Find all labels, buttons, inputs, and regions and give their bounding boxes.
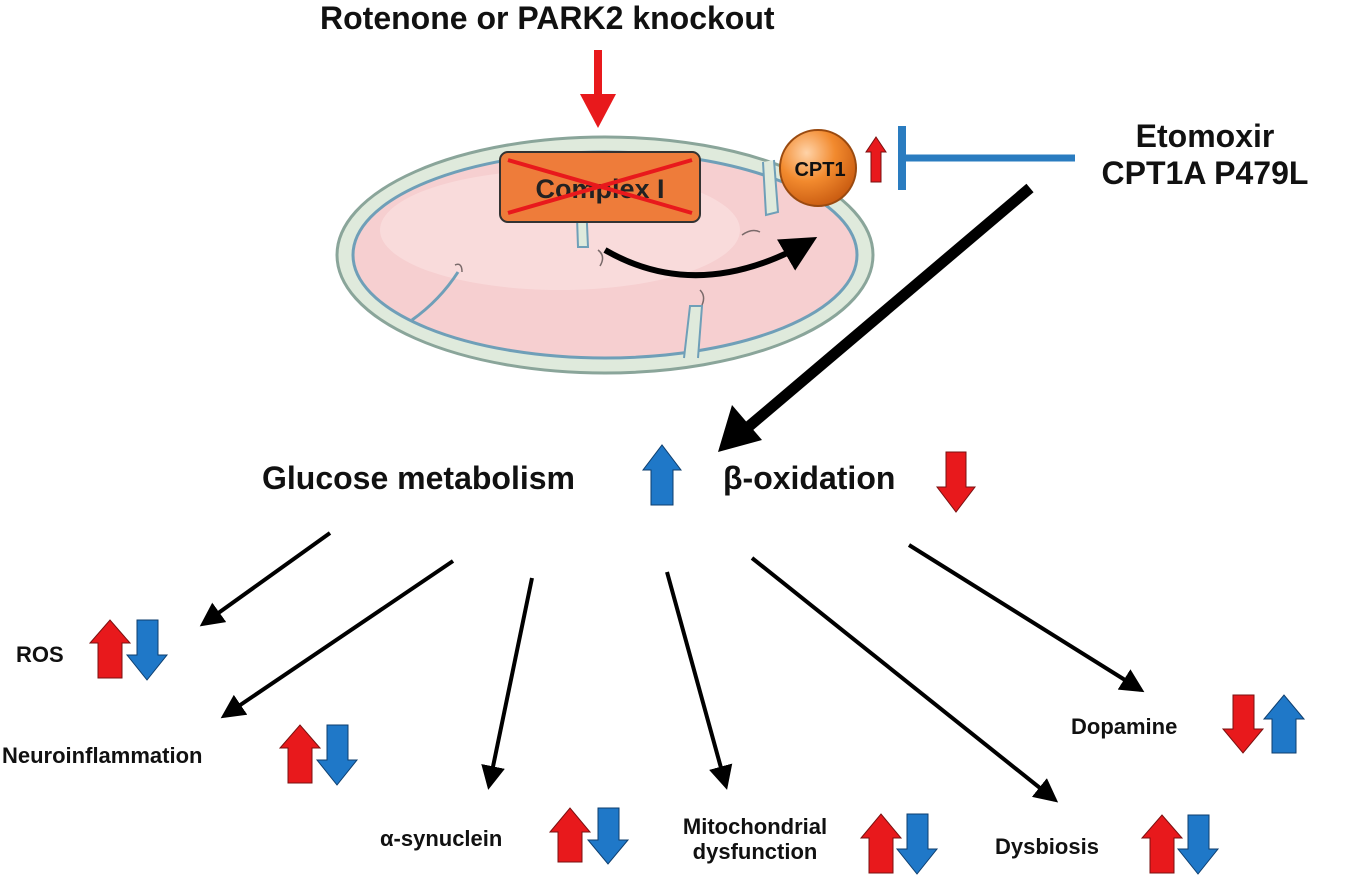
arrow-to-synuclein (481, 577, 534, 790)
complex-to-cpt1-arrow (603, 236, 818, 279)
beta-oxidation-down-arrow (935, 451, 977, 513)
mitochondrial-dysfunction-label: Mitochondrial dysfunction (650, 814, 860, 865)
ros-label: ROS (16, 642, 64, 667)
mitochondrial-line1: Mitochondrial (682, 814, 828, 839)
cpt1-up-arrow (865, 136, 887, 183)
outcome-arrows (199, 531, 1145, 803)
mitochondrial-line2: dysfunction (692, 839, 818, 865)
inhibitor-effect-arrow (718, 183, 1034, 452)
inhibitor-label: Etomoxir CPT1A P479L (1085, 118, 1325, 192)
arrow-to-ros (199, 531, 332, 627)
complex-i-box: Complex I (499, 151, 701, 223)
dysbiosis-label: Dysbiosis (995, 834, 1099, 859)
mitochondrial-dysfunction-change-arrows (859, 813, 939, 875)
dopamine-label: Dopamine (1071, 714, 1178, 739)
cpt1-protein: CPT1 (779, 129, 857, 207)
dysbiosis-change-arrows (1140, 814, 1220, 875)
inhibitor-line2: CPT1A P479L (1101, 154, 1309, 191)
arrow-to-dysbiosis (750, 556, 1059, 803)
dopamine-change-arrows (1221, 694, 1306, 754)
top-red-arrow (580, 50, 616, 128)
ros-change-arrows (88, 619, 169, 681)
arrow-to-mitochondrial-dysfunction (665, 571, 733, 790)
glucose-up-arrow (641, 444, 683, 506)
synuclein-label: α-synuclein (380, 826, 503, 851)
beta-oxidation-label: β-oxidation (723, 460, 896, 496)
arrow-to-neuroinflammation (220, 559, 455, 719)
inhibitor-line1: Etomoxir (1135, 118, 1275, 154)
neuroinflammation-change-arrows (278, 724, 359, 786)
top-label: Rotenone or PARK2 knockout (320, 0, 775, 36)
synuclein-change-arrows (548, 807, 630, 865)
glucose-metabolism-label: Glucose metabolism (262, 460, 575, 496)
mitochondrion (335, 135, 875, 375)
inhibition-bar (898, 126, 1075, 190)
cpt1-label: CPT1 (794, 159, 845, 181)
neuroinflammation-label: Neuroinflammation (2, 743, 203, 768)
arrow-to-dopamine (907, 543, 1145, 693)
